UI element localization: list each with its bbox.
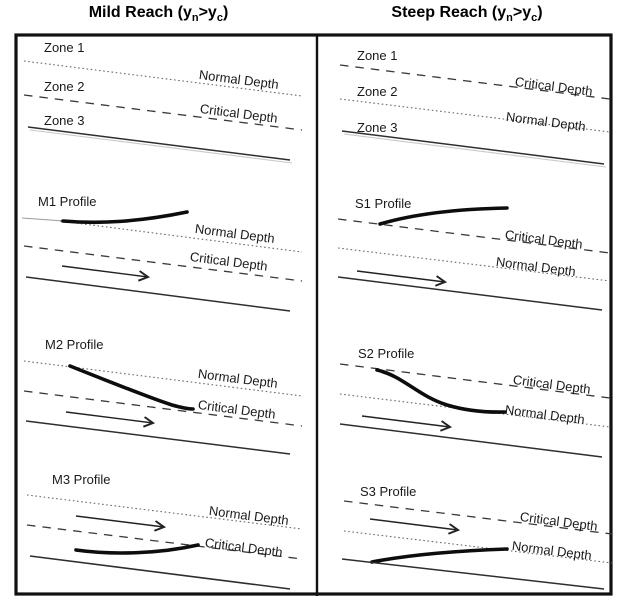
m2-channel-bed-line	[25, 420, 291, 455]
mild-zone1-label: Zone 1	[44, 40, 85, 55]
m1-upstream-surface-line	[21, 217, 65, 222]
steep-zone1-label: Zone 1	[357, 48, 398, 63]
steep-zones-channel-bed-line	[341, 130, 605, 165]
steep-zone3-label: Zone 3	[357, 120, 398, 135]
s2-profile-label: S2 Profile	[358, 346, 415, 361]
m1-normal-depth-line	[59, 220, 303, 253]
m1-channel-bed-line	[25, 276, 291, 312]
mild-zones-bed-shadow	[29, 129, 293, 164]
m2-critical-depth-line	[23, 390, 303, 427]
mild-m1-section	[21, 210, 303, 312]
s1-profile-curve	[378, 206, 509, 226]
mild-m2-section	[23, 360, 303, 455]
s2-channel-bed-line	[339, 423, 603, 458]
subscript-n: n	[506, 12, 513, 25]
m2-profile-curve	[68, 364, 195, 411]
m1-profile-curve	[61, 210, 189, 225]
mild-zones-normal-depth-line	[23, 60, 303, 97]
subscript-c: c	[531, 12, 538, 25]
steep-s3-section	[341, 500, 613, 590]
m1-flow-arrow-icon	[61, 265, 148, 277]
s3-normal-depth-line	[343, 530, 613, 564]
s3-profile-curve	[370, 547, 509, 564]
steep-title-text: Steep Reach	[391, 4, 488, 21]
s1-profile-label: S1 Profile	[355, 196, 412, 211]
mild-zones-section	[23, 60, 303, 164]
s1-normal-depth-line	[337, 247, 611, 282]
s3-critical-depth-line	[343, 500, 613, 535]
subscript-n: n	[191, 12, 199, 25]
m1-profile-label: M1 Profile	[38, 194, 97, 209]
m2-flow-arrow-icon	[65, 411, 153, 423]
s2-profile-curve	[375, 368, 507, 414]
subscript-c: c	[216, 12, 223, 25]
s1-flow-arrow-icon	[356, 270, 445, 282]
steep-s2-section	[339, 363, 611, 458]
mild-zones-critical-depth-line	[23, 94, 303, 131]
m3-channel-bed-line	[29, 555, 291, 590]
mild-zone2-label: Zone 2	[44, 79, 85, 94]
steep-zones-section	[339, 64, 611, 168]
mild-title-text: Mild Reach	[88, 4, 174, 21]
m3-profile-label: M3 Profile	[52, 472, 111, 487]
s3-channel-bed-line	[341, 558, 605, 590]
outer-border	[14, 33, 613, 596]
s3-profile-label: S3 Profile	[360, 484, 417, 499]
steep-zones-bed-shadow	[343, 133, 607, 168]
m3-flow-arrow-icon	[75, 515, 164, 527]
m2-profile-label: M2 Profile	[45, 337, 104, 352]
m3-profile-curve	[74, 543, 200, 555]
s2-flow-arrow-icon	[361, 415, 450, 427]
steep-zone2-label: Zone 2	[357, 84, 398, 99]
s1-channel-bed-line	[337, 276, 603, 311]
steep-s1-section	[337, 206, 611, 311]
mild-zones-channel-bed-line	[27, 126, 291, 161]
mild-reach-title: Mild Reach (yn>yc)	[88, 4, 229, 25]
m1-critical-depth-line	[23, 245, 303, 282]
steep-reach-title: Steep Reach (yn>yc)	[391, 4, 543, 25]
mild-m3-section	[26, 494, 303, 590]
mild-zone3-label: Zone 3	[44, 113, 85, 128]
frame	[14, 33, 613, 596]
s3-flow-arrow-icon	[369, 518, 458, 530]
